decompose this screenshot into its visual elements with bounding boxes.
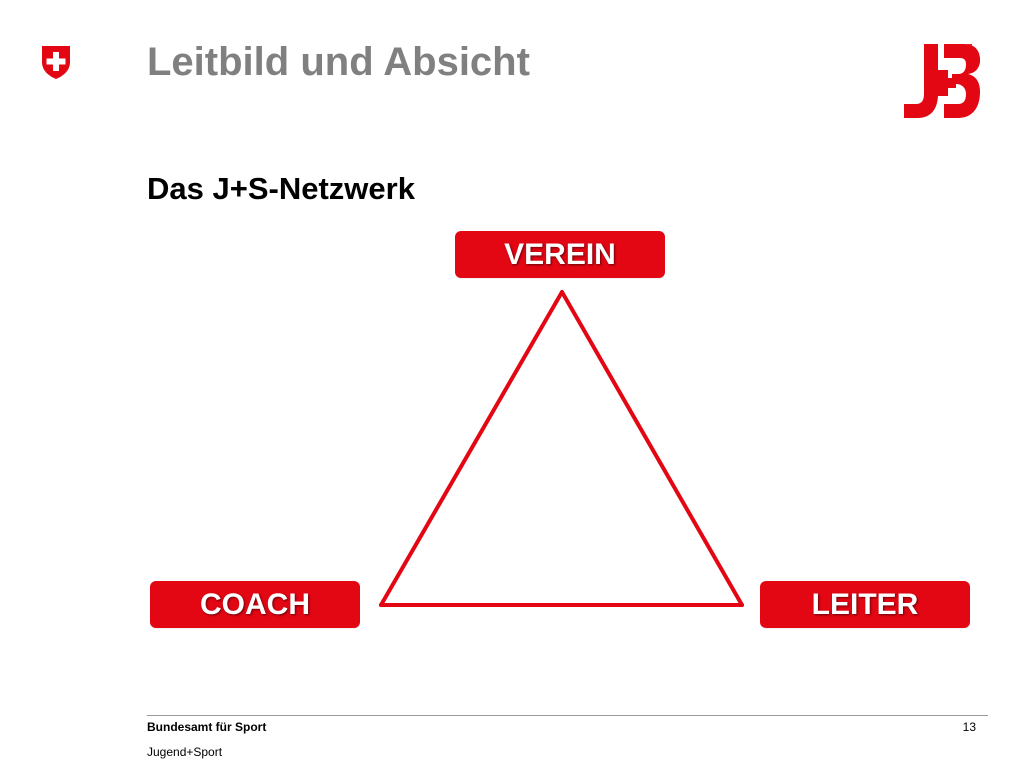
swiss-cross-shield-icon (42, 46, 70, 79)
footer-organization: Bundesamt für Sport (147, 720, 267, 734)
node-leiter: LEITER (760, 581, 970, 628)
footer-department: Jugend+Sport (147, 745, 223, 759)
node-verein: VEREIN (455, 231, 665, 278)
page-title: Leitbild und Absicht (147, 40, 530, 84)
jugend-und-sport-logo (904, 44, 980, 118)
node-coach: COACH (150, 581, 360, 628)
edge-verein-leiter (560, 290, 744, 607)
section-heading: Das J+S-Netzwerk (147, 171, 415, 206)
edge-verein-coach (379, 290, 564, 607)
page-number: 13 (962, 720, 976, 734)
footer-divider (147, 715, 988, 716)
